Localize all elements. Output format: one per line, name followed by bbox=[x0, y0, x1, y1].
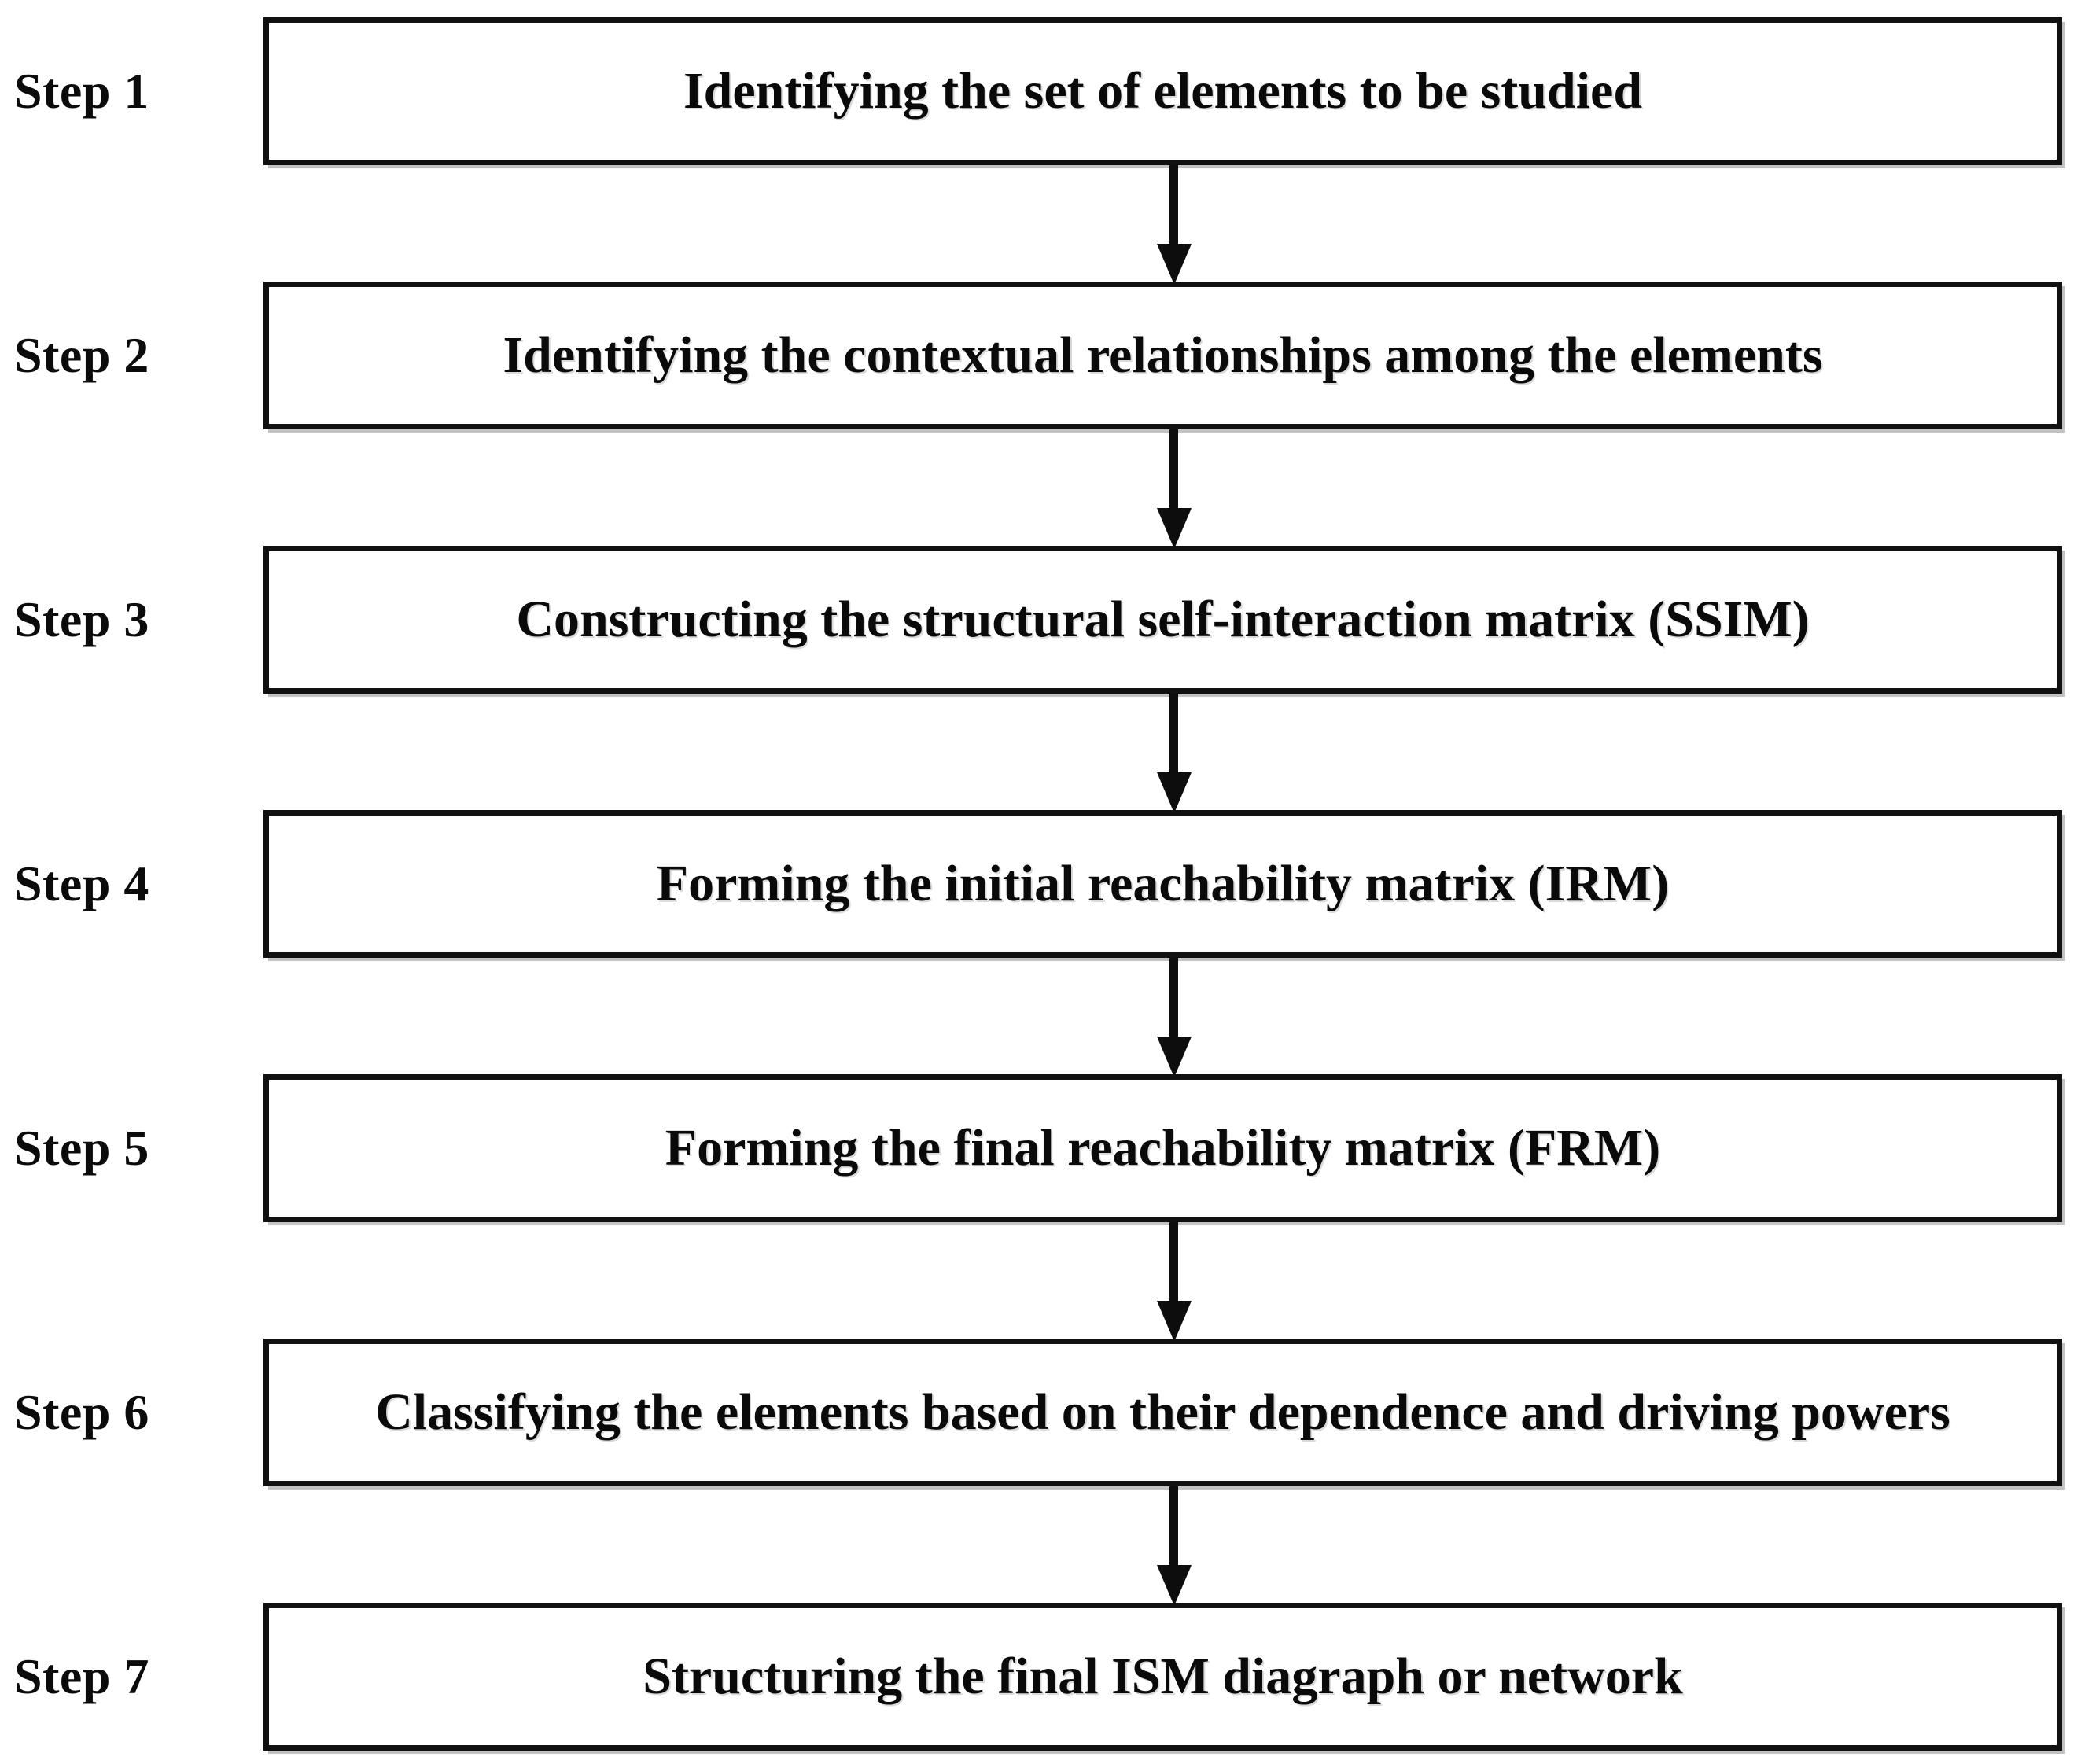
flow-row-1: Step 1 Identifying the set of elements t… bbox=[0, 17, 2081, 165]
flow-row-6: Step 6 Classifying the elements based on… bbox=[0, 1339, 2081, 1486]
arrow-step4-to-step5 bbox=[1157, 958, 1192, 1077]
step-label-4: Step 4 bbox=[14, 856, 149, 911]
arrow-step6-to-step7 bbox=[1157, 1486, 1192, 1606]
step-box-3[interactable]: Constructing the structural self-interac… bbox=[263, 546, 2062, 694]
arrow-head-icon bbox=[1157, 1037, 1192, 1077]
step-label-2: Step 2 bbox=[14, 327, 149, 383]
arrow-shaft-icon bbox=[1169, 429, 1178, 514]
step-box-text-7: Structuring the final ISM diagraph or ne… bbox=[643, 1648, 1683, 1706]
step-box-text-3: Constructing the structural self-interac… bbox=[516, 591, 1810, 649]
arrow-shaft-icon bbox=[1169, 1486, 1178, 1571]
flow-row-7: Step 7 Structuring the final ISM diagrap… bbox=[0, 1603, 2081, 1751]
step-label-1: Step 1 bbox=[14, 63, 149, 119]
flow-row-2: Step 2 Identifying the contextual relati… bbox=[0, 282, 2081, 429]
arrow-shaft-icon bbox=[1169, 1222, 1178, 1307]
flow-row-4: Step 4 Forming the initial reachability … bbox=[0, 810, 2081, 958]
step-box-2[interactable]: Identifying the contextual relationships… bbox=[263, 282, 2062, 429]
step-box-5[interactable]: Forming the final reachability matrix (F… bbox=[263, 1074, 2062, 1222]
step-box-6[interactable]: Classifying the elements based on their … bbox=[263, 1339, 2062, 1486]
arrow-head-icon bbox=[1157, 1301, 1192, 1342]
arrow-head-icon bbox=[1157, 1565, 1192, 1606]
arrow-step5-to-step6 bbox=[1157, 1222, 1192, 1342]
arrow-head-icon bbox=[1157, 244, 1192, 285]
arrow-step3-to-step4 bbox=[1157, 694, 1192, 813]
step-label-5: Step 5 bbox=[14, 1120, 149, 1176]
arrow-head-icon bbox=[1157, 508, 1192, 549]
arrow-shaft-icon bbox=[1169, 165, 1178, 250]
arrow-step2-to-step3 bbox=[1157, 429, 1192, 549]
arrow-step1-to-step2 bbox=[1157, 165, 1192, 285]
step-box-text-6: Classifying the elements based on their … bbox=[375, 1383, 1950, 1442]
step-box-1[interactable]: Identifying the set of elements to be st… bbox=[263, 17, 2062, 165]
step-box-4[interactable]: Forming the initial reachability matrix … bbox=[263, 810, 2062, 958]
step-box-text-5: Forming the final reachability matrix (F… bbox=[665, 1119, 1661, 1177]
flow-row-3: Step 3 Constructing the structural self-… bbox=[0, 546, 2081, 694]
step-box-text-1: Identifying the set of elements to be st… bbox=[683, 62, 1643, 120]
step-box-text-2: Identifying the contextual relationships… bbox=[503, 326, 1823, 385]
arrow-shaft-icon bbox=[1169, 694, 1178, 779]
step-box-text-4: Forming the initial reachability matrix … bbox=[656, 855, 1670, 913]
step-label-6: Step 6 bbox=[14, 1384, 149, 1440]
step-label-3: Step 3 bbox=[14, 591, 149, 647]
flow-row-5: Step 5 Forming the final reachability ma… bbox=[0, 1074, 2081, 1222]
step-label-7: Step 7 bbox=[14, 1648, 149, 1704]
step-box-7[interactable]: Structuring the final ISM diagraph or ne… bbox=[263, 1603, 2062, 1751]
arrow-head-icon bbox=[1157, 772, 1192, 813]
arrow-shaft-icon bbox=[1169, 958, 1178, 1043]
